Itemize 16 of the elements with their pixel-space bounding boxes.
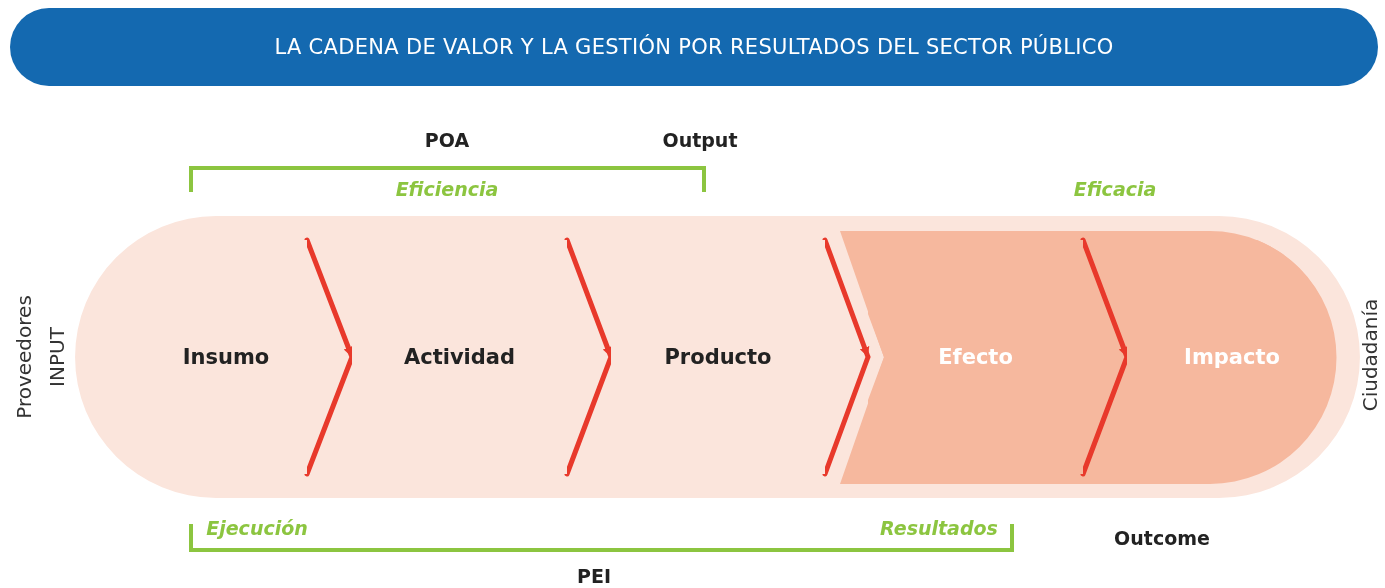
stage-label: Output xyxy=(662,129,738,151)
side-label: Ciudadanía xyxy=(1358,298,1382,412)
stage-label: Actividad xyxy=(352,240,567,474)
chevron-arrow xyxy=(822,237,871,477)
bracket-label: Resultados xyxy=(880,517,998,539)
stage-label: Producto xyxy=(611,240,825,474)
stage-label: PEI xyxy=(577,565,611,587)
side-label: Proveedores xyxy=(12,295,36,419)
bracket-label: Eficacia xyxy=(1073,178,1157,200)
title-banner: LA CADENA DE VALOR Y LA GESTIÓN POR RESULTADOS DEL SECTOR PÚBLICO xyxy=(10,8,1378,86)
bracket-label: Eficiencia xyxy=(395,178,499,200)
bracket-label: Ejecución xyxy=(206,517,308,539)
side-label: INPUT xyxy=(45,327,69,387)
stage-label: Outcome xyxy=(1114,527,1210,549)
stage-label: POA xyxy=(424,129,470,151)
stage-label: Efecto xyxy=(868,240,1083,474)
